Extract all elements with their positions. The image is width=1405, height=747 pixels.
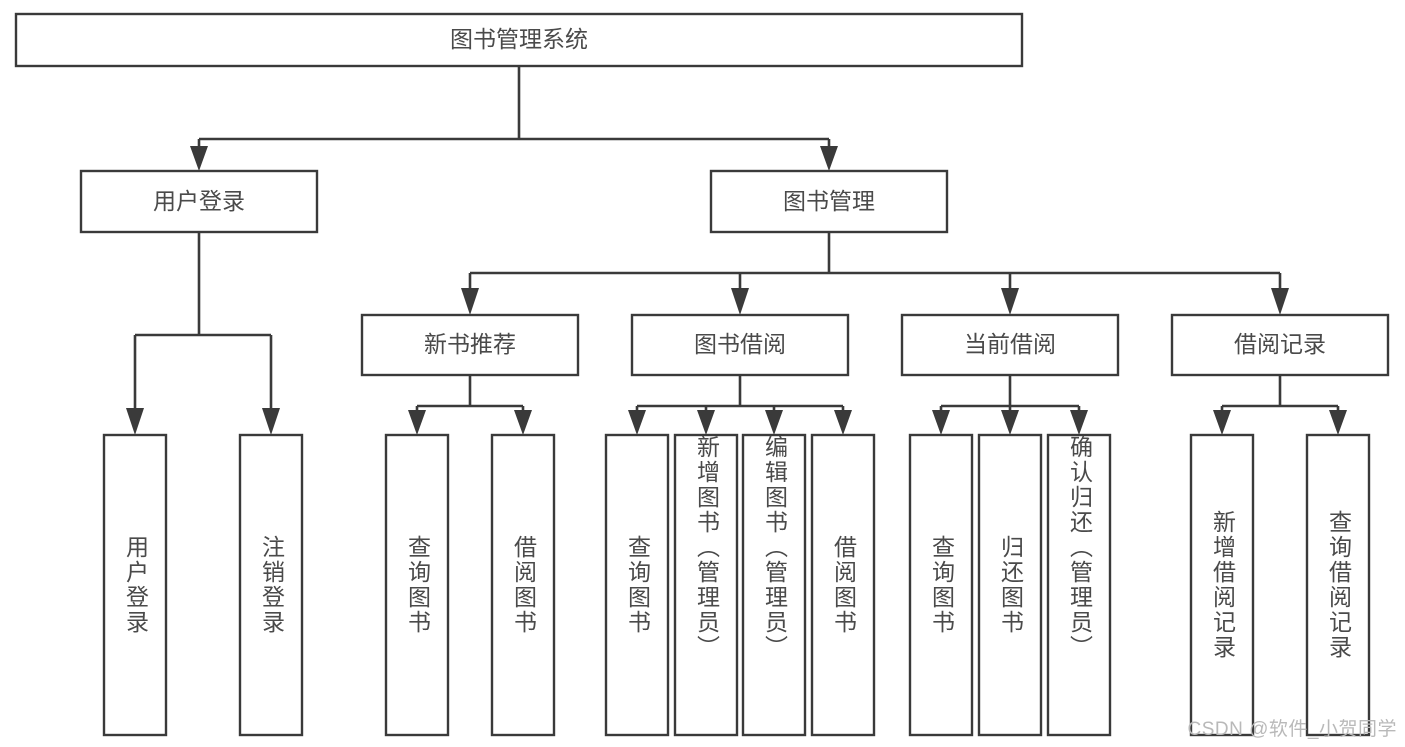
node-borrow-record-label: 借阅记录 xyxy=(1234,331,1326,357)
arrow-head-leaf-current-borrow-3 xyxy=(1070,410,1088,435)
node-current-borrow-box[interactable] xyxy=(900,313,1120,377)
arrow-head-to-new-book xyxy=(461,288,479,315)
leaf-box-current-borrow-2[interactable] xyxy=(977,433,1043,737)
leaf-box-borrow-record-1[interactable] xyxy=(1189,433,1255,737)
node-borrow-record[interactable]: 借阅记录 xyxy=(1170,313,1390,377)
arrow-head-to-current-borrow xyxy=(1001,288,1019,315)
leaf-box-user-login-1[interactable] xyxy=(102,433,168,737)
node-new-book-recommend[interactable]: 新书推荐 xyxy=(360,313,580,377)
leaf-box-user-login-2[interactable] xyxy=(238,433,304,737)
arrow-head-to-book-manage xyxy=(820,146,838,171)
node-book-borrow-label: 图书借阅 xyxy=(694,331,786,357)
node-root-box[interactable] xyxy=(14,12,1024,68)
node-current-borrow[interactable]: 当前借阅 xyxy=(900,313,1120,377)
node-book-manage[interactable]: 图书管理 xyxy=(709,169,949,234)
arrow-head-to-user-login xyxy=(190,146,208,171)
arrow-head-leaf-new-book-2 xyxy=(514,410,532,435)
leaf-box-current-borrow-3[interactable] xyxy=(1046,433,1112,737)
arrow-head-leaf-user-login-1 xyxy=(126,408,144,435)
arrow-head-leaf-current-borrow-2 xyxy=(1001,410,1019,435)
leaf-box-book-borrow-1[interactable] xyxy=(604,433,670,737)
node-root-label: 图书管理系统 xyxy=(450,26,588,52)
arrow-head-leaf-new-book-1 xyxy=(408,410,426,435)
arrow-head-leaf-current-borrow-1 xyxy=(932,410,950,435)
node-book-manage-label: 图书管理 xyxy=(783,188,875,214)
arrow-head-to-book-borrow xyxy=(731,288,749,315)
arrow-head-leaf-book-borrow-3 xyxy=(765,410,783,435)
arrow-head-leaf-user-login-2 xyxy=(262,408,280,435)
arrow-head-leaf-book-borrow-2 xyxy=(697,410,715,435)
node-new-book-recommend-label: 新书推荐 xyxy=(424,331,516,357)
node-new-book-recommend-box[interactable] xyxy=(360,313,580,377)
arrow-head-leaf-book-borrow-1 xyxy=(628,410,646,435)
arrow-head-leaf-borrow-record-2 xyxy=(1329,410,1347,435)
node-book-borrow[interactable]: 图书借阅 xyxy=(630,313,850,377)
node-book-borrow-box[interactable] xyxy=(630,313,850,377)
node-current-borrow-label: 当前借阅 xyxy=(964,331,1056,357)
leaf-box-book-borrow-4[interactable] xyxy=(810,433,876,737)
leaf-box-new-book-2[interactable] xyxy=(490,433,556,737)
leaf-box-current-borrow-1[interactable] xyxy=(908,433,974,737)
node-borrow-record-box[interactable] xyxy=(1170,313,1390,377)
csdn-watermark: CSDN @软件_小贺同学 xyxy=(1187,719,1397,740)
arrow-head-to-borrow-record xyxy=(1271,288,1289,315)
node-root[interactable]: 图书管理系统 xyxy=(14,12,1024,68)
leaf-box-book-borrow-3[interactable] xyxy=(741,433,807,737)
arrow-head-leaf-borrow-record-1 xyxy=(1213,410,1231,435)
node-user-login-label: 用户登录 xyxy=(153,188,245,214)
leaf-box-new-book-1[interactable] xyxy=(384,433,450,737)
leaf-box-book-borrow-2[interactable] xyxy=(673,433,739,737)
node-book-manage-box[interactable] xyxy=(709,169,949,234)
leaf-box-borrow-record-2[interactable] xyxy=(1305,433,1371,737)
arrow-head-leaf-book-borrow-4 xyxy=(834,410,852,435)
node-user-login[interactable]: 用户登录 xyxy=(79,169,319,234)
